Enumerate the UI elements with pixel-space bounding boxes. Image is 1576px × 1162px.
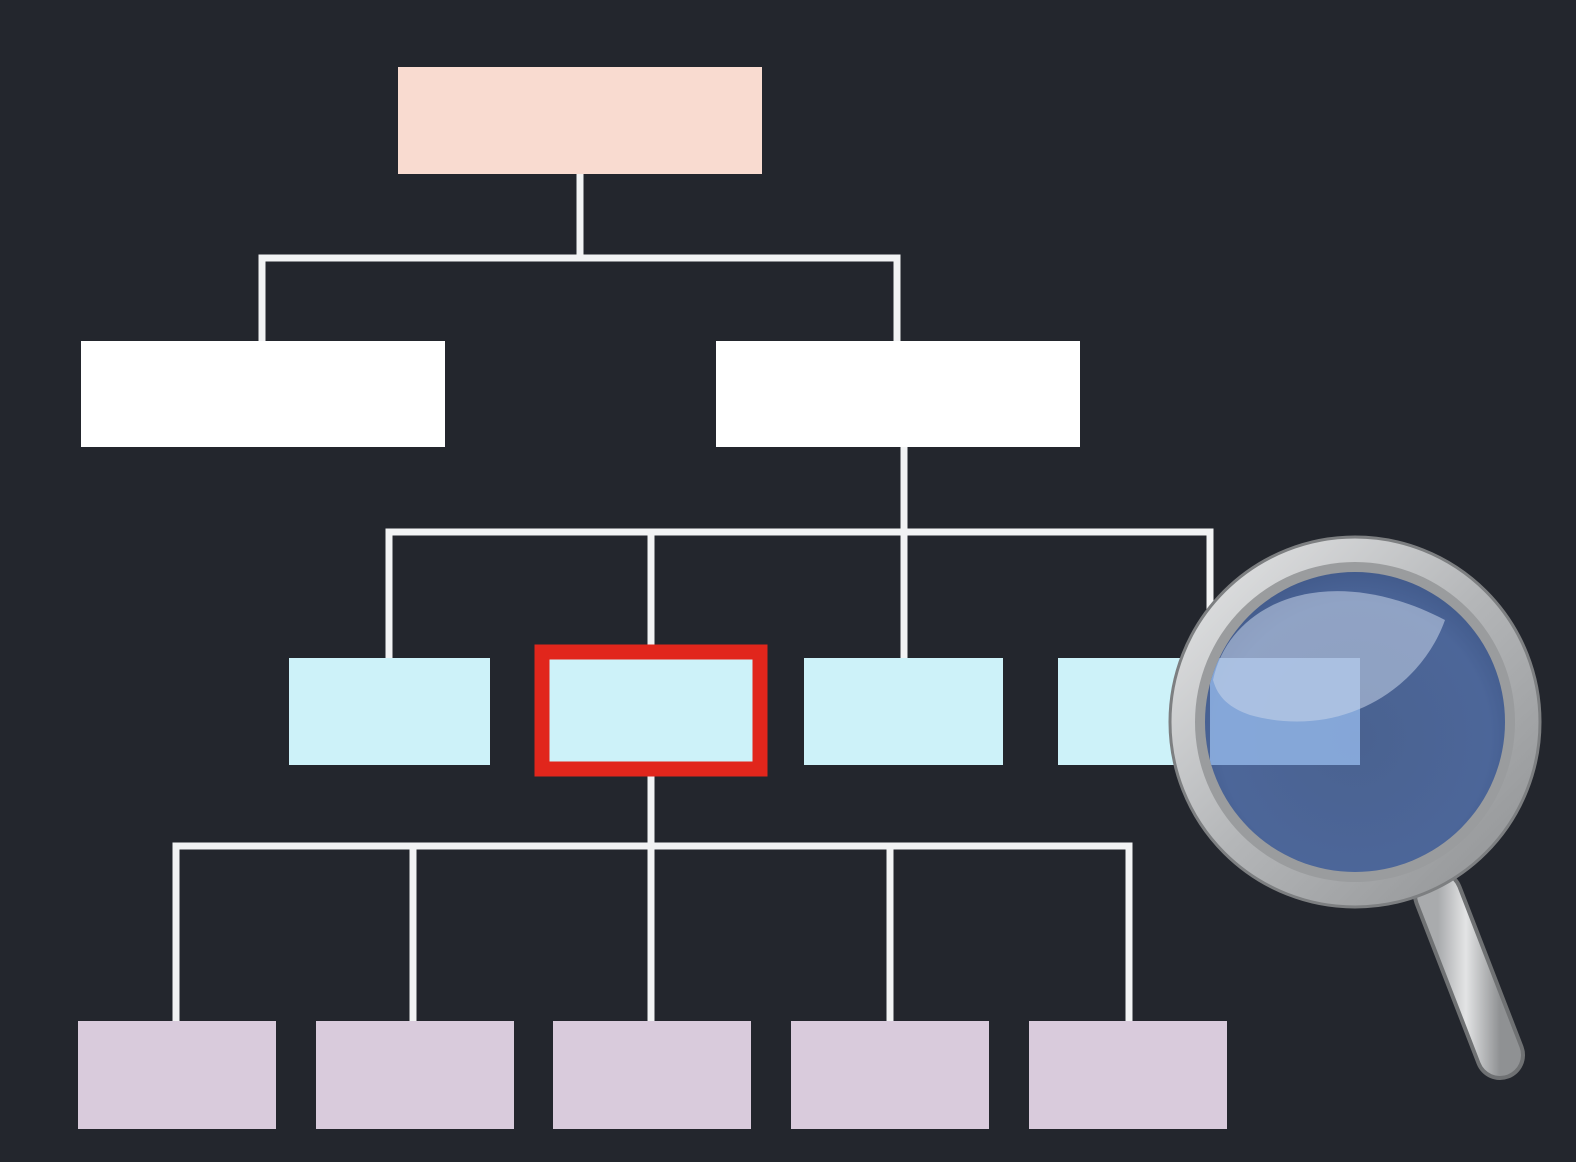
level4-box-2 [316, 1021, 514, 1129]
level2-box-2 [716, 341, 1080, 447]
level4-box-1 [78, 1021, 276, 1129]
level1-box-root [398, 67, 762, 174]
magnifying-glass-shine [1213, 591, 1445, 722]
level3-box-2 [534, 644, 768, 777]
magnifying-glass-icon [1168, 535, 1542, 1080]
level4-box-3 [553, 1021, 751, 1129]
level3-box-1 [289, 658, 490, 765]
level2-box-1 [81, 341, 445, 447]
level4-box-5 [1029, 1021, 1227, 1129]
connector-lines [172, 170, 1214, 1025]
level3-box-3 [804, 658, 1003, 765]
level4-box-4 [791, 1021, 989, 1129]
